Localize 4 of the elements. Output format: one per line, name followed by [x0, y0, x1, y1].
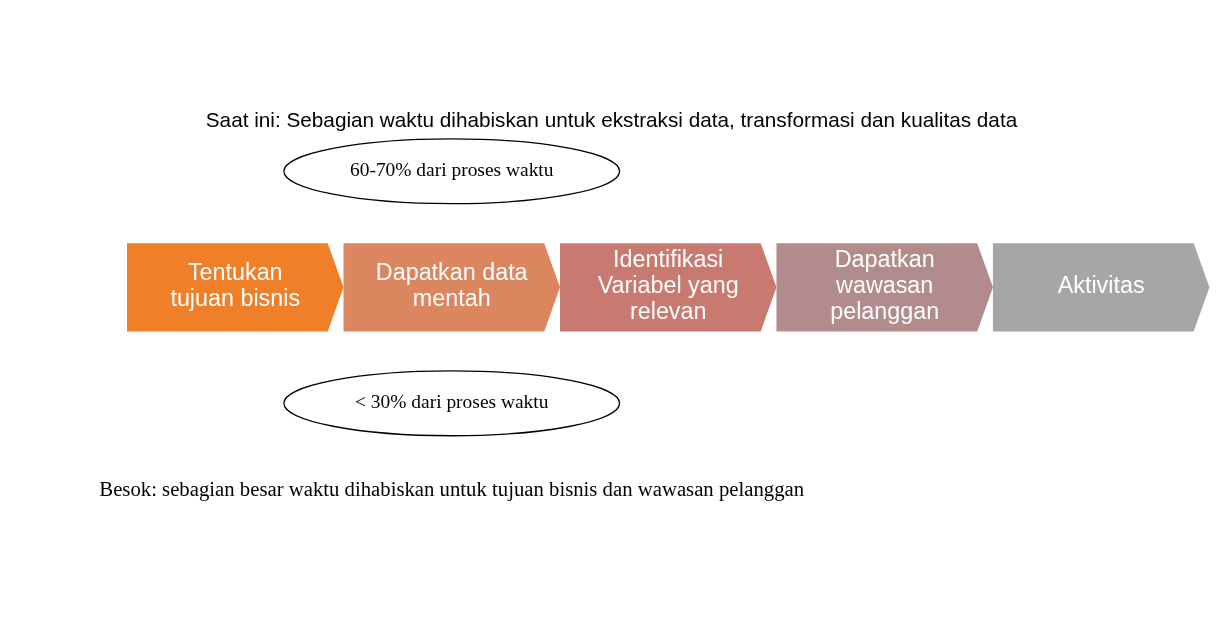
diagram-title: Saat ini: Sebagian waktu dihabiskan untuk ekstraksi data, transformasi dan kualitas data — [205, 107, 1018, 131]
caption: Besok: sebagian besar waktu dihabiskan untuk tujuan bisnis dan wawasan pelanggan — [99, 477, 805, 500]
node-ellipse: 60-70% dari proses waktu — [283, 137, 621, 204]
node-ellipse: < 30% dari proses waktu — [283, 369, 621, 436]
